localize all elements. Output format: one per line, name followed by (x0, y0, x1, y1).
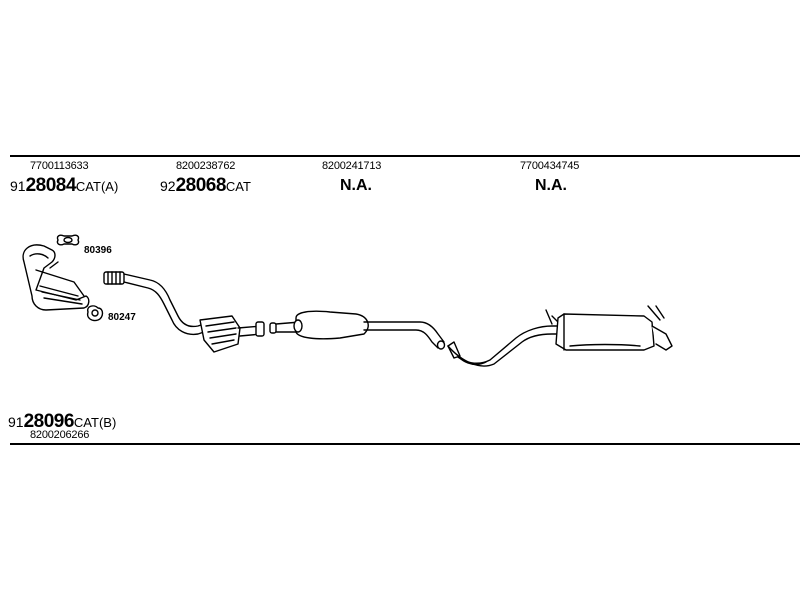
part-main-number: 28096 (23, 411, 75, 432)
oem-number-2: 8200238762 (176, 160, 236, 172)
oem-number-4: 7700434745 (520, 160, 580, 172)
part-main-number: 28084 (25, 175, 77, 196)
part-number-1: 9128084CAT(A) (10, 176, 118, 195)
manifold-catalyst (22, 244, 90, 311)
gasket-label-bottom: 80247 (108, 312, 136, 323)
part-suffix: CAT(A) (75, 179, 119, 194)
oem-number-1: 7700113633 (30, 160, 89, 172)
part-suffix: CAT (225, 179, 251, 194)
part-number-2: 9228068CAT (160, 176, 251, 195)
gasket-top (56, 234, 80, 246)
not-available-4: N.A. (535, 177, 567, 194)
gasket-label-top: 80396 (84, 245, 112, 256)
part-prefix: 92 (160, 178, 176, 194)
top-divider-line (10, 155, 800, 157)
bottom-divider-line (10, 443, 800, 445)
center-silencer (269, 310, 446, 350)
part-number-bottom: 9128096CAT(B) (8, 412, 116, 431)
oem-number-3: 8200241713 (322, 160, 382, 172)
part-main-number: 28068 (175, 175, 227, 196)
part-prefix: 91 (10, 178, 26, 194)
not-available-3: N.A. (340, 177, 372, 194)
part-prefix: 91 (8, 414, 24, 430)
front-pipe-catalyst (103, 271, 265, 353)
rear-pipe-muffler (447, 305, 673, 367)
part-suffix: CAT(B) (73, 415, 117, 430)
gasket-bottom (86, 305, 104, 322)
oem-number-bottom: 8200206266 (30, 429, 90, 441)
